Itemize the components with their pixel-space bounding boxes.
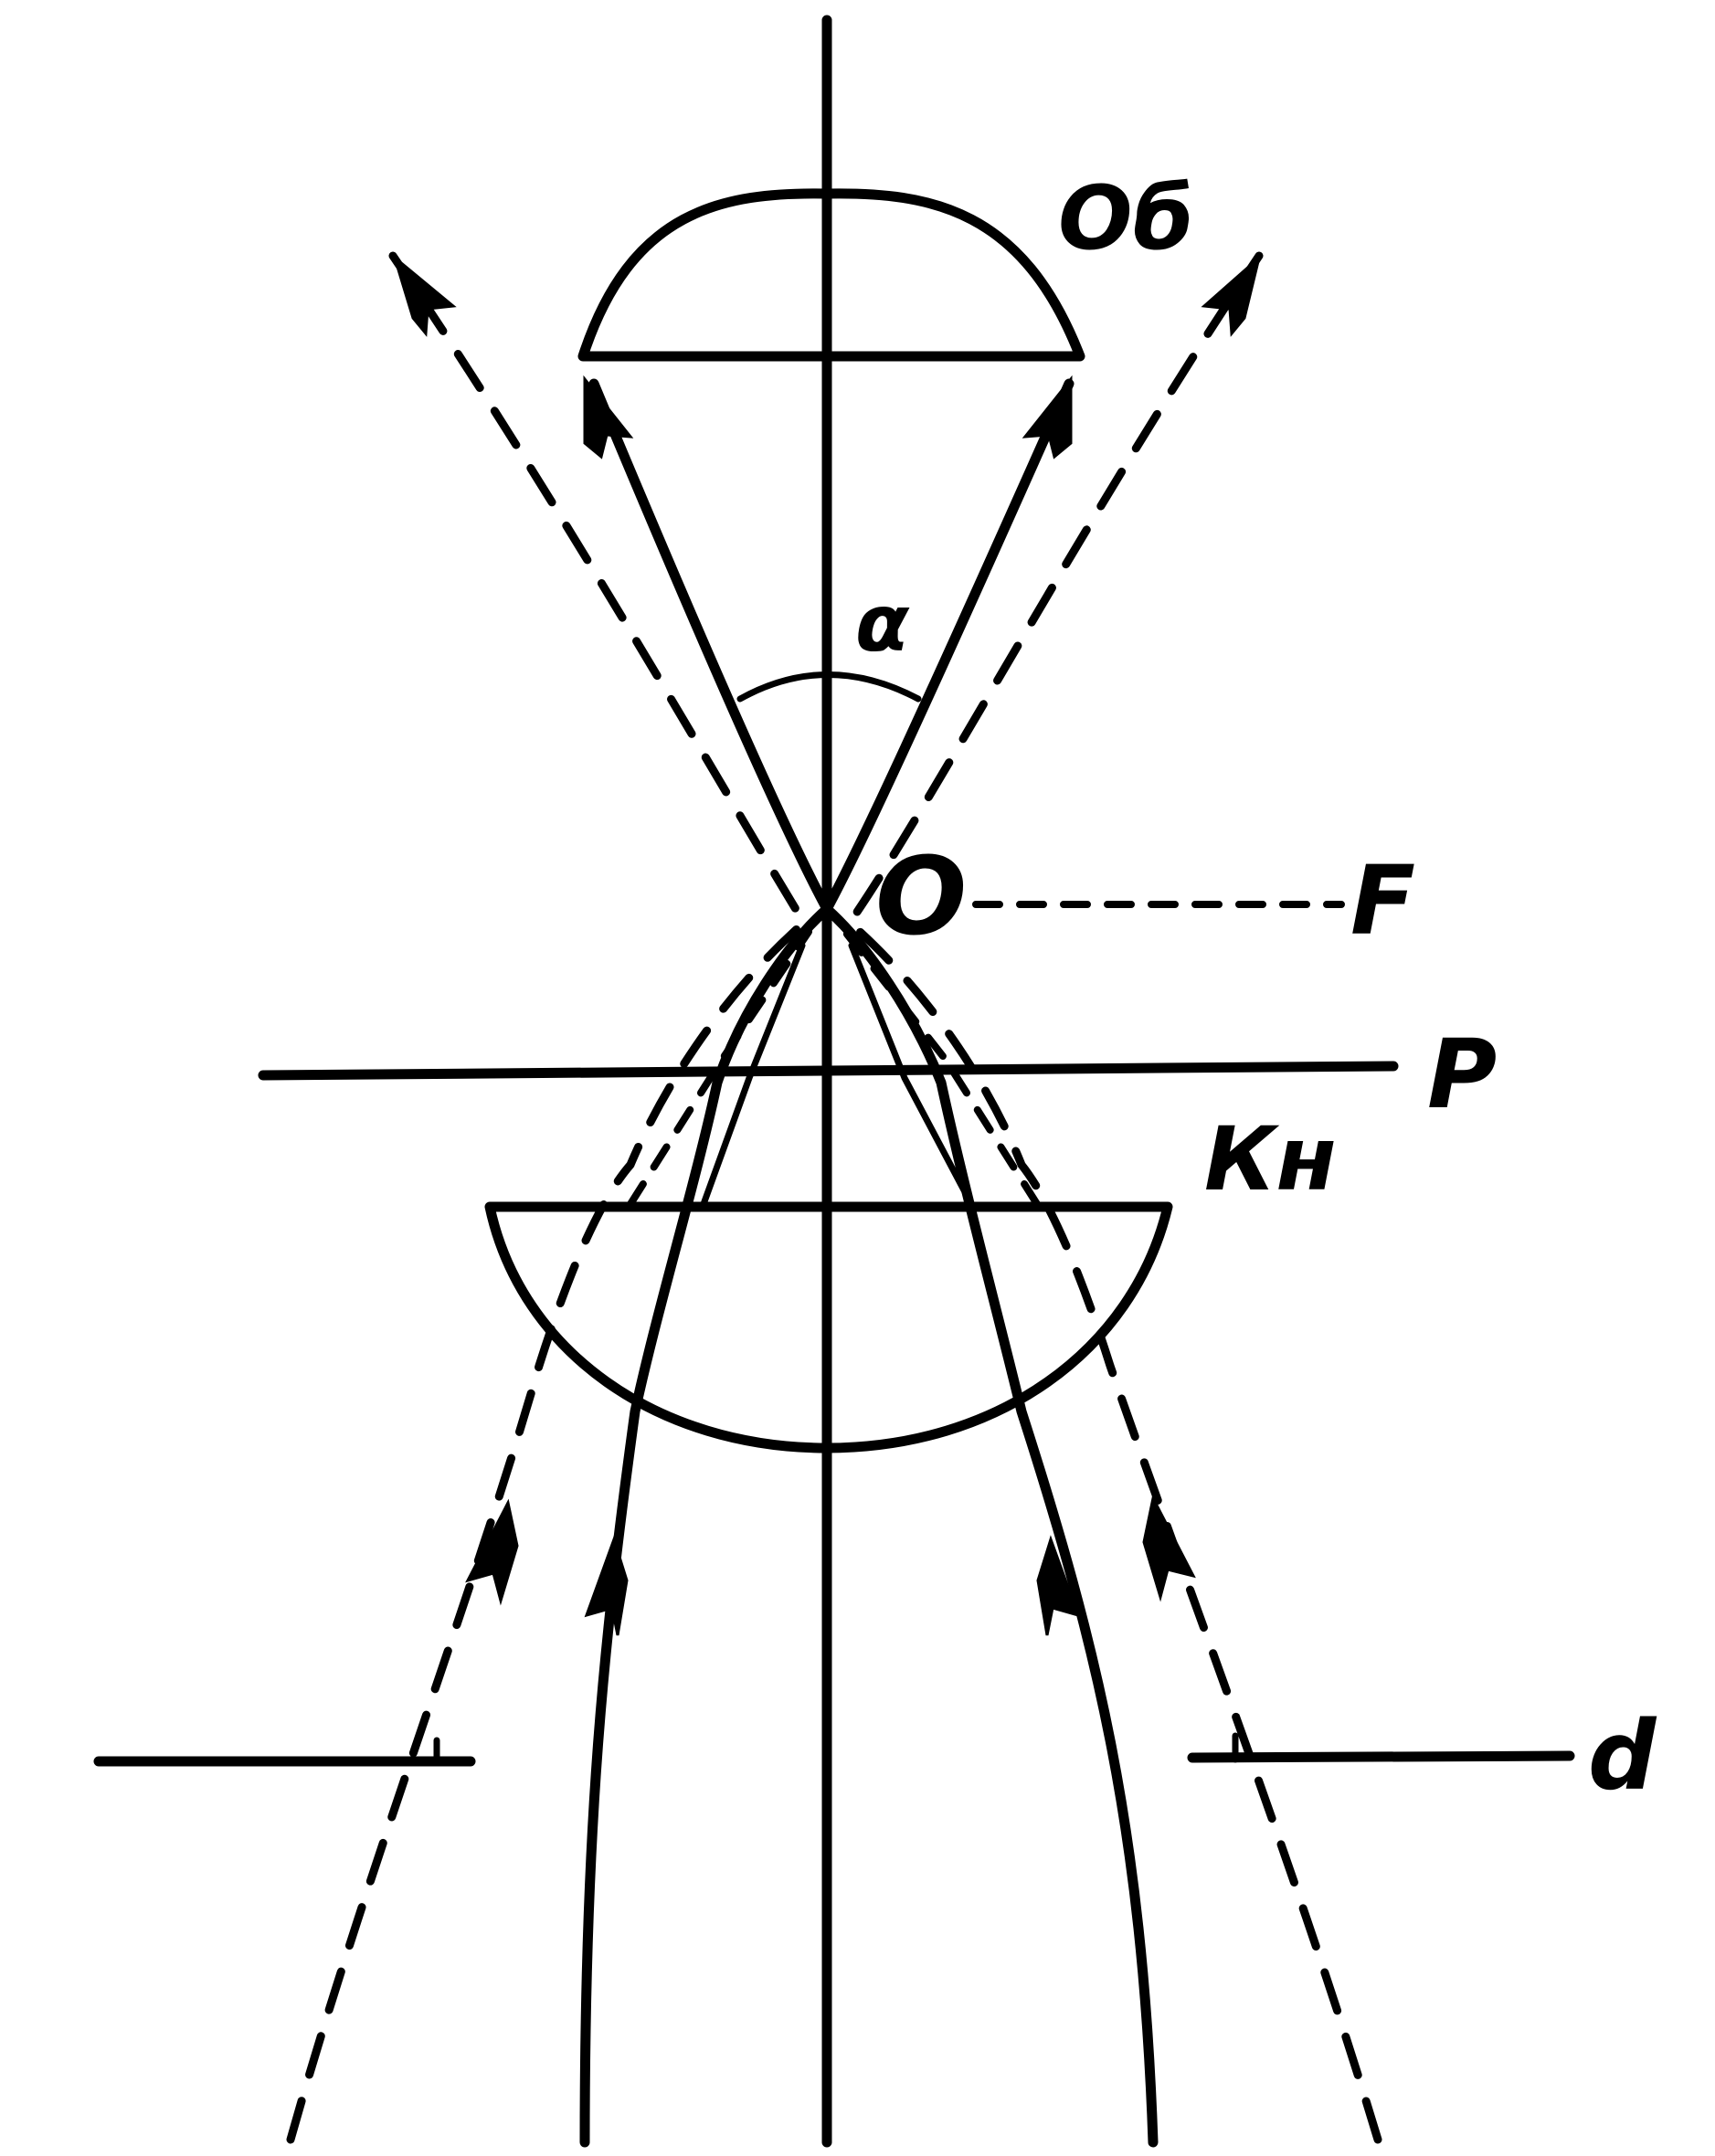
- label-aperture-angle: α: [855, 578, 910, 670]
- arrow-lower-solid-left: [584, 1535, 629, 1636]
- diaphragm-right-line: [1187, 1750, 1575, 1763]
- label-diaphragm: d: [1588, 1700, 1657, 1812]
- arrow-objective-right: [1022, 375, 1073, 460]
- specimen-plane-line: [258, 1061, 1399, 1081]
- label-object-point: O: [875, 833, 967, 959]
- arrow-objective-left: [583, 375, 634, 460]
- inner-ray-left: [700, 942, 806, 1208]
- arrow-lower-dashed-right: [1142, 1494, 1196, 1602]
- objective-lens: [577, 188, 1085, 362]
- label-condenser: Кн: [1204, 1108, 1337, 1210]
- dashed-ray-right: [845, 251, 1382, 2144]
- dashed-ray-left: [286, 251, 809, 2144]
- solid-ray-right: [821, 378, 1159, 2148]
- label-focal-plane: F: [1350, 845, 1415, 956]
- solid-ray-left: [579, 378, 832, 2148]
- arrow-dashed-upper-right: [1201, 253, 1262, 337]
- label-specimen-plane: P: [1427, 1019, 1497, 1130]
- arrow-lower-dashed-left: [465, 1498, 519, 1606]
- aperture-angle-arc: [736, 671, 922, 703]
- arrow-dashed-upper-left: [392, 253, 457, 337]
- arrow-lower-solid-right: [1036, 1535, 1081, 1636]
- inner-dash-left: [627, 928, 812, 1208]
- inner-ray-right: [848, 942, 975, 1208]
- inner-dash-right: [842, 928, 1041, 1208]
- label-objective: Об: [1058, 167, 1194, 270]
